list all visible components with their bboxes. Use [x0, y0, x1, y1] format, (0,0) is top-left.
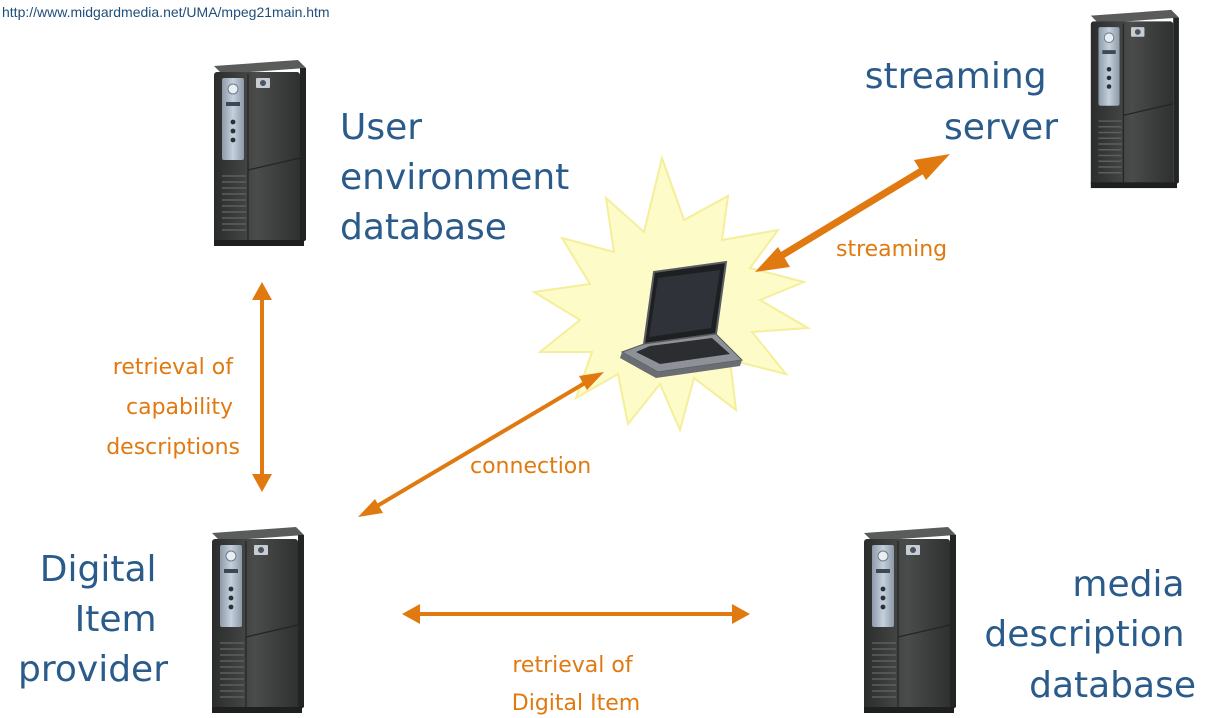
node-label-streaming-server: streaming server — [865, 56, 1058, 148]
edge-arrow-capability — [252, 282, 272, 492]
source-url: http://www.midgardmedia.net/UMA/mpeg21ma… — [2, 4, 330, 20]
server-tower-icon — [862, 525, 958, 715]
edge-label-connection: connection — [470, 454, 591, 479]
node-label-user-env-db: User environment database — [340, 107, 581, 248]
server-tower-icon — [212, 58, 308, 248]
node-label-media-description-db: media description database — [984, 564, 1196, 706]
edge-arrow-streaming — [755, 154, 950, 272]
laptop-icon — [620, 260, 744, 378]
edge-label-streaming: streaming — [836, 237, 947, 262]
server-tower-icon — [210, 525, 306, 715]
node-label-digital-item-provider: Digital Item provider — [18, 549, 168, 690]
edge-label-capability: retrieval of capability descriptions — [106, 355, 240, 460]
server-tower-icon — [1089, 8, 1180, 190]
edge-arrow-digital-item — [402, 604, 750, 624]
edge-label-digital-item: retrieval of Digital Item — [512, 653, 640, 716]
edge-arrow-connection — [358, 372, 604, 517]
